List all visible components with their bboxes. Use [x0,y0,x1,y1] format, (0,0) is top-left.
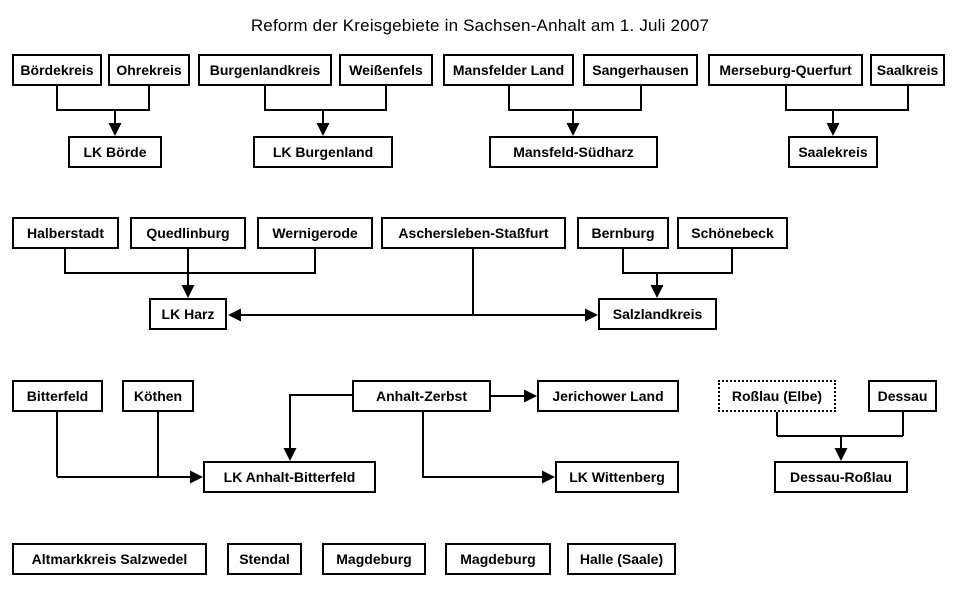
node-saalekreis: Saalekreis [788,136,878,168]
merge-connector-dessau-rosslau [776,412,904,461]
node-wernigerode: Wernigerode [257,217,373,249]
node-burgenlandkreis: Burgenlandkreis [198,54,332,86]
node-weissenfels: Weißenfels [339,54,433,86]
node-magdeburg-1: Magdeburg [322,543,426,575]
merge-connector-boerde [56,86,150,136]
node-magdeburg-2: Magdeburg [445,543,551,575]
node-rosslau-elbe: Roßlau (Elbe) [718,380,836,412]
node-quedlinburg: Quedlinburg [130,217,246,249]
node-mansfeld-suedharz: Mansfeld-Südharz [489,136,658,168]
node-koethen: Köthen [122,380,194,412]
node-salzlandkreis: Salzlandkreis [598,298,717,330]
node-merseburg-querfurt: Merseburg-Querfurt [708,54,863,86]
connector-zerbst-to-jerichow [491,389,537,403]
node-dessau: Dessau [868,380,937,412]
node-halberstadt: Halberstadt [12,217,119,249]
node-jerichower-land: Jerichower Land [537,380,679,412]
node-bitterfeld: Bitterfeld [12,380,103,412]
diagram-title: Reform der Kreisgebiete in Sachsen-Anhal… [250,16,710,35]
connector-zerbst-to-wittenberg [422,412,555,484]
node-halle-saale: Halle (Saale) [567,543,676,575]
node-schoenebeck: Schönebeck [677,217,788,249]
node-aschersleben-stassfurt: Aschersleben-Staßfurt [381,217,566,249]
node-sangerhausen: Sangerhausen [583,54,698,86]
node-lk-burgenland: LK Burgenland [253,136,393,168]
node-dessau-rosslau: Dessau-Roßlau [774,461,908,493]
merge-connector-burgenland [264,86,387,136]
node-bernburg: Bernburg [577,217,669,249]
merge-connector-saalekreis [785,86,909,136]
node-boerdekreis: Bördekreis [12,54,102,86]
split-connector-aschersleben [228,249,598,322]
node-lk-boerde: LK Börde [68,136,162,168]
merge-connector-mansfeld-suedharz [508,86,642,136]
merge-connector-harz [64,249,316,298]
node-lk-anhalt-bitterfeld: LK Anhalt-Bitterfeld [203,461,376,493]
merge-connector-anhalt-bitterfeld [56,412,203,484]
node-mansfelder-land: Mansfelder Land [443,54,574,86]
connector-zerbst-to-bitterfeld [283,394,352,461]
node-saalkreis: Saalkreis [870,54,945,86]
node-ohrekreis: Ohrekreis [108,54,190,86]
node-altmarkkreis-salzwedel: Altmarkkreis Salzwedel [12,543,207,575]
node-anhalt-zerbst: Anhalt-Zerbst [352,380,491,412]
node-lk-harz: LK Harz [149,298,227,330]
node-stendal: Stendal [227,543,302,575]
merge-connector-salzlandkreis [622,249,733,298]
node-lk-wittenberg: LK Wittenberg [555,461,679,493]
